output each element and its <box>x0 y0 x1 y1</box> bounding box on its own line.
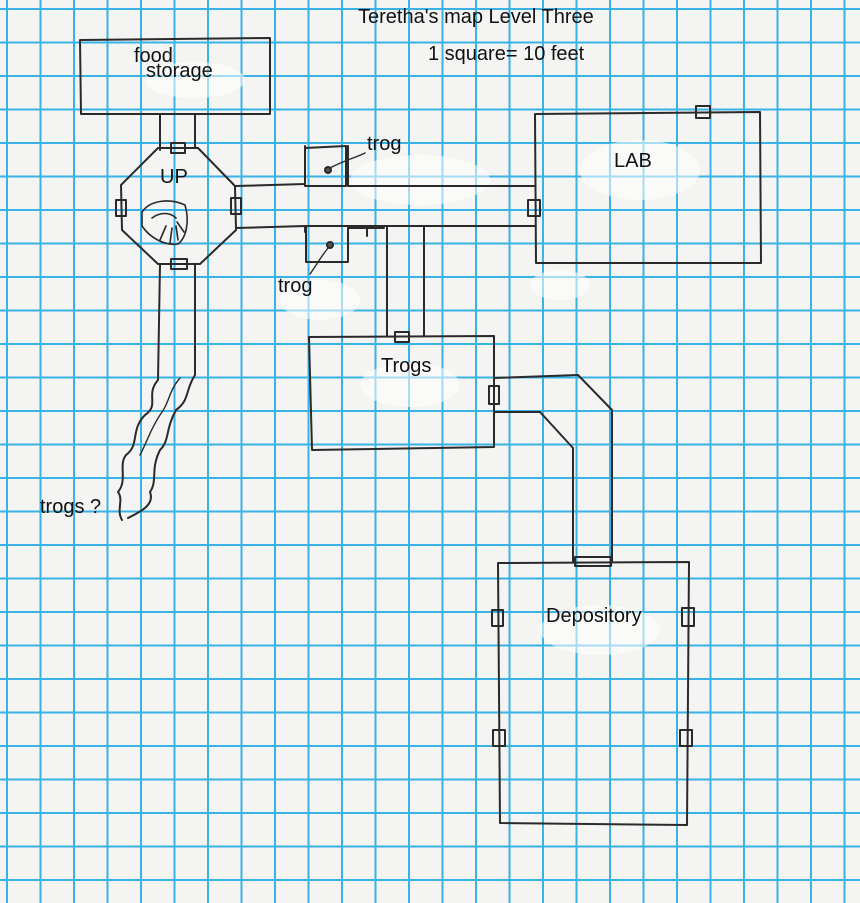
paper-smudges <box>145 62 700 655</box>
trogs-room <box>308 335 495 451</box>
trogs-room-label: Trogs <box>381 355 432 377</box>
stairs-icon <box>141 200 188 246</box>
trog-alcove-lower <box>305 225 349 263</box>
trog-label-lower: trog <box>278 275 313 297</box>
door-up-right <box>230 197 242 215</box>
wiggly-passage-right <box>127 263 196 519</box>
food-storage-room <box>79 37 271 115</box>
door-depository-right-lower <box>679 729 693 747</box>
trog-pointer-upper <box>329 152 366 169</box>
door-up-bottom <box>170 258 188 270</box>
wiggly-passage-left <box>117 263 161 521</box>
lab-label: LAB <box>614 150 652 172</box>
map-scale: 1 square= 10 feet <box>428 43 585 65</box>
trogs-passages <box>347 225 425 337</box>
storage-corridor <box>159 113 196 151</box>
food-label: food <box>134 45 173 67</box>
trog-label-upper: trog <box>367 133 402 155</box>
door-up-top <box>170 142 186 154</box>
trog-dot-lower <box>326 241 334 249</box>
door-depository-left-upper <box>491 609 504 627</box>
depository-label: Depository <box>546 605 642 627</box>
up-label: UP <box>160 166 188 188</box>
trog-alcove-upper <box>304 145 347 187</box>
bent-corridor <box>493 374 613 563</box>
door-lab-left <box>527 199 541 217</box>
trogs-unknown-label: trogs ? <box>40 496 102 518</box>
trog-dot-upper <box>324 166 332 174</box>
lab-room <box>534 111 762 264</box>
door-depository-left-lower <box>492 729 506 747</box>
map-title: Teretha's map Level Three <box>358 6 594 28</box>
door-trogs-right <box>488 385 500 405</box>
storage-label: storage <box>146 60 213 82</box>
door-depository-right-upper <box>681 607 695 627</box>
wiggly-passage-inner <box>139 377 181 456</box>
trog-pointer-lower <box>309 247 329 275</box>
door-up-left <box>115 199 127 217</box>
door-lab-top <box>695 105 711 119</box>
depository-room <box>497 561 690 826</box>
